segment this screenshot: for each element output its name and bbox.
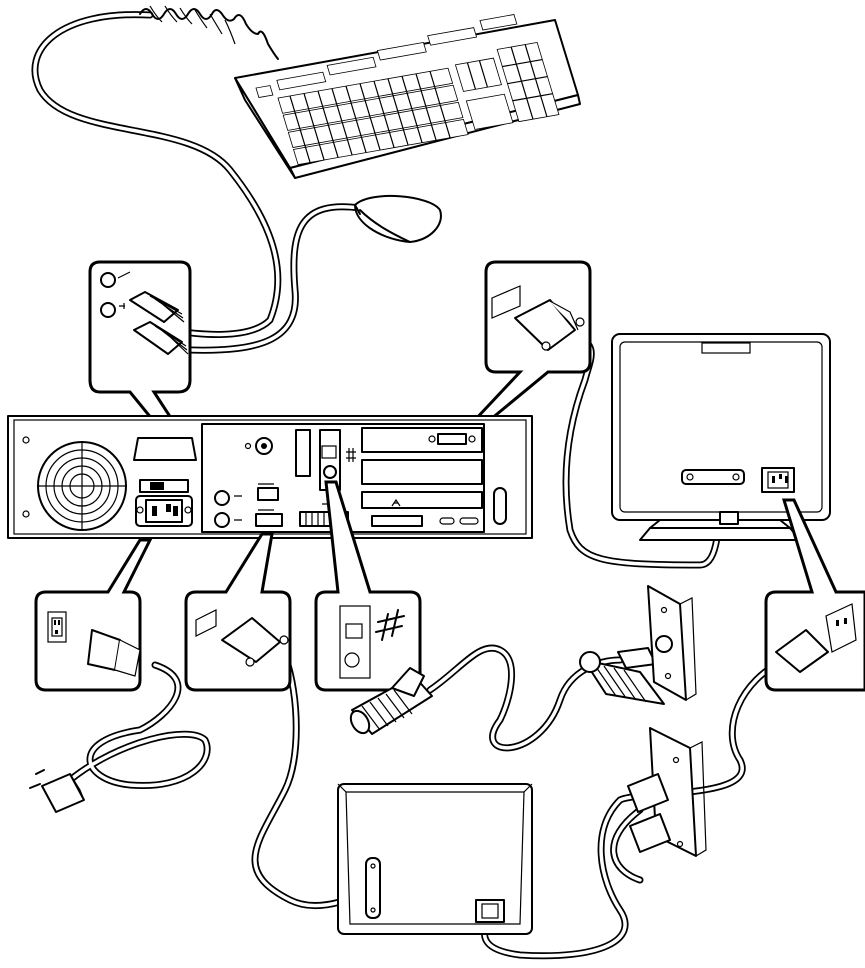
callout-video-mid [186, 534, 290, 690]
monitor2-power-cable [614, 810, 640, 880]
callout-power-left [36, 540, 150, 690]
mouse [355, 196, 441, 242]
keyboard-coil [140, 6, 278, 59]
wall-plate-network [648, 586, 696, 700]
monitor-small [338, 784, 532, 934]
system-unit [8, 416, 532, 538]
keyboard [235, 12, 580, 178]
fan-grille [38, 442, 126, 530]
callout-video-top [458, 262, 590, 438]
